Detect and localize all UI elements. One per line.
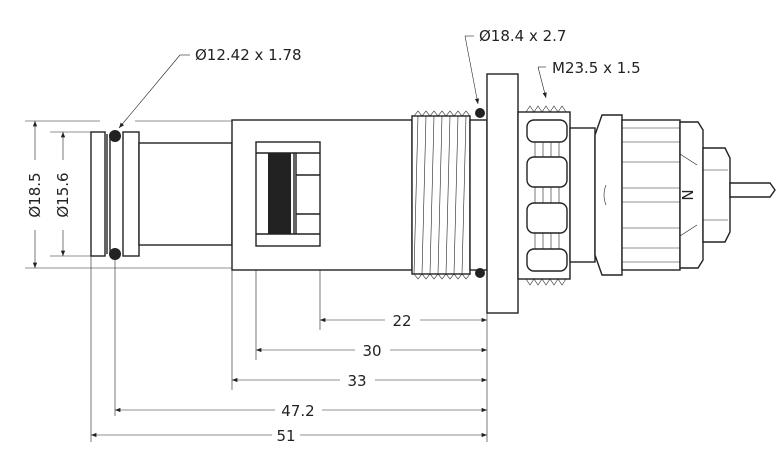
inner-diameter-label: Ø15.6 xyxy=(54,172,72,217)
leader-oring-small xyxy=(118,54,190,129)
outer-diameter-label: Ø18.5 xyxy=(26,172,44,217)
length-label-51: 51 xyxy=(276,427,295,445)
leader-thread xyxy=(537,66,547,99)
oring-large-callout: Ø18.4 x 2.7 xyxy=(479,27,566,45)
leader-oring-large xyxy=(464,35,480,105)
extension-lines xyxy=(25,120,488,442)
length-label-22: 22 xyxy=(392,312,411,330)
oring-large-top xyxy=(475,108,485,118)
oring-large-bottom xyxy=(475,268,485,278)
marking-letter: N xyxy=(678,189,696,200)
length-label-47-2: 47.2 xyxy=(281,402,314,420)
oring-small-callout: Ø12.42 x 1.78 xyxy=(195,46,302,64)
oring-small-top xyxy=(109,130,121,142)
thread-callout: M23.5 x 1.5 xyxy=(552,59,641,77)
length-label-30: 30 xyxy=(362,342,381,360)
length-label-33: 33 xyxy=(347,372,366,390)
valve-insert-body: N xyxy=(90,73,776,314)
oring-small-bottom xyxy=(109,248,121,260)
